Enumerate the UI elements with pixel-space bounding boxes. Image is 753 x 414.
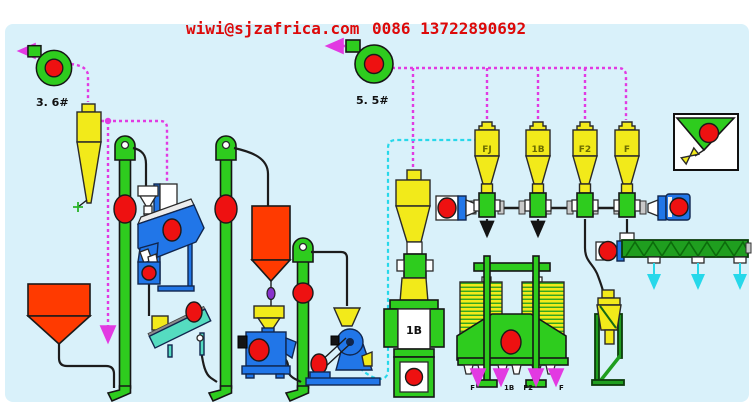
hammer-mill-motor	[248, 338, 270, 362]
pneumatic-line-crusher-to-FJ	[359, 138, 476, 380]
incline-drive	[185, 301, 203, 323]
pipe-mill-to-elev3	[283, 357, 302, 383]
inclined-conveyor	[147, 301, 212, 358]
fan-5-5: 5. 5#	[345, 39, 394, 107]
product-cyclone-FJ: FJ	[473, 121, 501, 218]
product-cyclone-F2: F2	[571, 121, 599, 218]
mill-sight-glass	[404, 367, 424, 387]
silo2-valve	[266, 286, 276, 301]
duct-fan-to-cyclone-left	[70, 62, 90, 102]
roller-mill-1B: 1B	[383, 299, 445, 398]
screw-conveyor-motor	[598, 240, 618, 262]
crusher-machine	[305, 307, 381, 386]
plansifter-drive	[500, 329, 522, 355]
sifter-outlet-F1-label: F	[470, 384, 475, 392]
bucket-elevator-2	[208, 135, 238, 402]
cyclone-outlet-mark	[73, 202, 83, 212]
mill-label: 1B	[406, 324, 422, 337]
hopper-box-dot	[698, 122, 720, 144]
contact-email: wiwi@sjzafrica.com	[186, 19, 360, 38]
screw-conveyor	[595, 232, 752, 290]
conveyor-discharge-arrows	[647, 263, 747, 290]
hopper-box-valve	[679, 146, 701, 166]
duct-junction-dot	[104, 117, 112, 125]
header: wiwi@sjzafrica.com 0086 13722890692	[186, 19, 526, 38]
cyclone-F2-label: F2	[579, 145, 591, 155]
elevator-2-drive	[214, 194, 238, 224]
cyclone-FJ-label: FJ	[482, 145, 492, 155]
screw-flights	[625, 240, 747, 258]
elevator-3-drive	[292, 282, 314, 304]
receiving-hopper-box	[673, 113, 739, 171]
elevator-1-drive	[113, 194, 137, 224]
sifter-outlet-1B-label: 1B	[504, 384, 514, 392]
fan-3-6-label: 3. 6#	[36, 96, 69, 109]
sifter-outlet-F4-label: F	[559, 384, 564, 392]
plansifter: F 1B F2 F	[456, 255, 569, 392]
product-cyclone-F: F	[613, 121, 641, 218]
sifter-outlet-F2-label: F2	[523, 384, 533, 392]
cleaner-drive	[162, 218, 182, 242]
pipe-elev3-to-crusher	[311, 250, 349, 306]
storage-silo-2	[250, 205, 292, 306]
cyclone-F-label: F	[624, 145, 630, 155]
bucket-elevator-3	[285, 237, 314, 402]
pipe-elev1-to-cleaner	[132, 146, 148, 186]
cleaner-lower-drive	[141, 265, 157, 281]
crusher-motor	[310, 353, 328, 375]
discharge-F2-to-filter	[583, 219, 605, 292]
filter-cyclone-small	[591, 289, 625, 386]
storage-silo-1	[25, 283, 93, 346]
pipe-elev2-to-silo2	[233, 146, 270, 206]
sifter-outlet-arrows	[469, 368, 565, 388]
cyclone-1B-label: 1B	[531, 145, 544, 155]
shaft-motor-right	[647, 193, 691, 221]
cyclone-discharge-lines	[479, 219, 629, 292]
fan-3-6: 3. 6#	[27, 44, 73, 109]
shaft-motor-left	[435, 195, 477, 221]
bucket-elevator-1	[107, 135, 137, 402]
cleaning-machine	[136, 183, 205, 292]
material-pipes	[57, 146, 349, 388]
contact-phone: 0086 13722890692	[372, 19, 526, 38]
pipe-silo1-to-elev1	[57, 344, 116, 388]
central-cyclone-airlock	[395, 169, 434, 303]
fan-5-5-label: 5. 5#	[356, 94, 389, 107]
hanger-rod-right	[532, 255, 540, 383]
hammer-mill	[237, 305, 297, 379]
product-cyclone-1B: 1B	[524, 121, 552, 218]
cyclone-left	[73, 103, 102, 212]
hanger-rod-left	[483, 255, 491, 383]
